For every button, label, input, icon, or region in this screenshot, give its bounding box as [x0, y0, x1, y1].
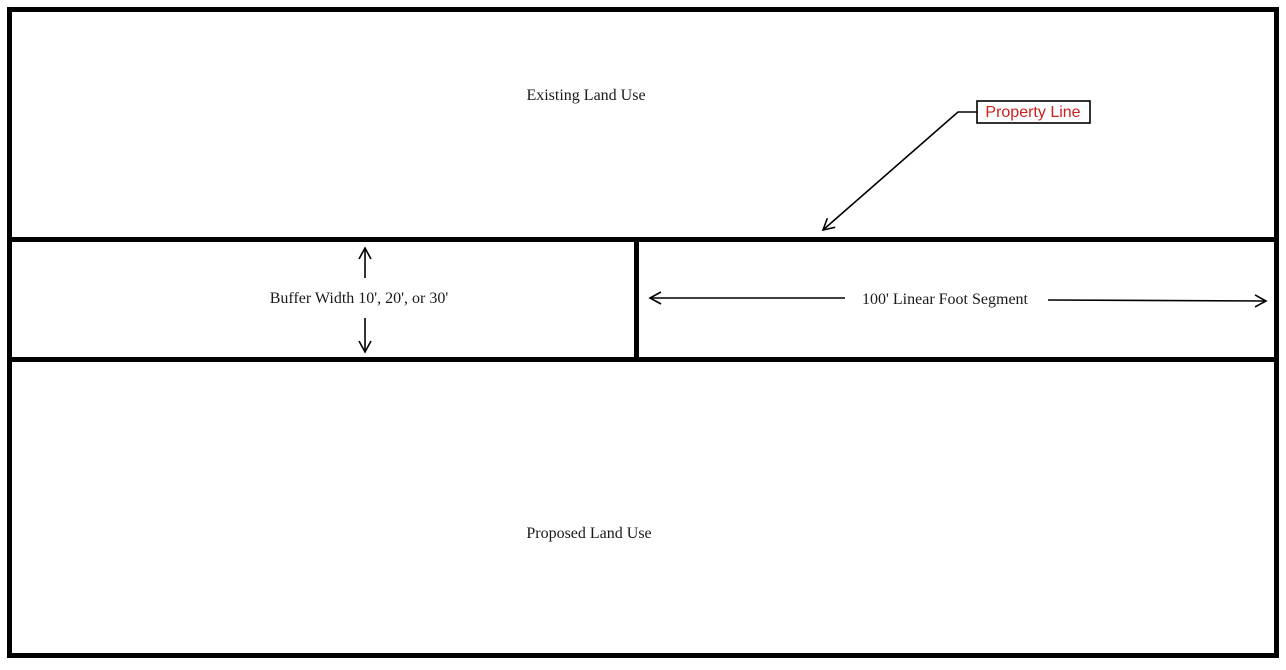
property-line-callout-box	[976, 100, 1091, 124]
proposed-land-use-label: Proposed Land Use	[526, 525, 651, 542]
property-line-leader	[821, 111, 977, 232]
segment-label: 100' Linear Foot Segment	[862, 291, 1029, 308]
buffer-width-label: Buffer Width 10', 20', or 30'	[270, 290, 449, 307]
segment-right-arrow	[1047, 294, 1268, 308]
property-line-callout-label: Property Line	[985, 104, 1080, 121]
existing-land-use-label: Existing Land Use	[526, 87, 645, 104]
